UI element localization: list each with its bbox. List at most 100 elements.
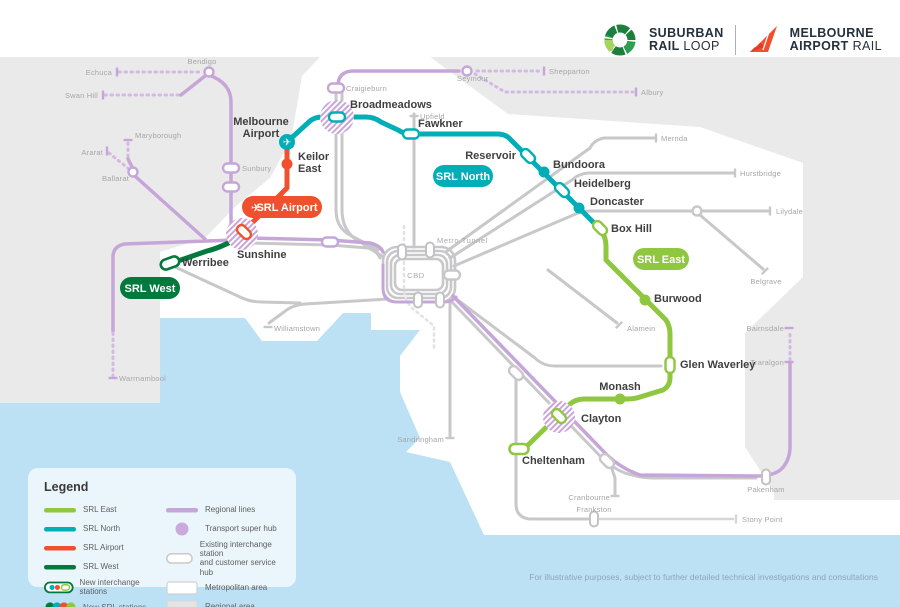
station-label-sandringham: Sandringham [397,435,444,444]
suburban-rail-loop-logo-icon [603,24,636,56]
station-marker-sunbury [221,162,241,174]
airplane-icon: ✈ [251,203,260,215]
station-label-pakenham: Pakenham [747,485,784,494]
legend-item-label: SRL North [83,524,121,534]
legend-item-srl-airport: SRL Airport [44,540,160,556]
station-label-keilor-east: Keilor [298,151,330,163]
legend-item-label: Regional area [205,602,255,607]
cbd-loop-purple [381,263,458,304]
hurstbridge-metro [448,171,735,260]
disclaimer-text: For illustrative purposes, subject to fu… [529,572,878,582]
legend-item-srl-west: SRL West [44,559,160,575]
legend-item-srl-north: SRL North [44,521,160,537]
station-marker-pakenham [761,468,771,486]
srl-west-badge: SRL West [120,277,180,299]
station-label-hurstbridge: Hurstbridge [740,169,781,178]
terminus-tick-alamein [614,320,624,330]
metro-tunnel-label: Metro Tunnel [437,236,488,245]
legend-item-label: SRL East [83,505,117,515]
station-label-echuca: Echuca [86,68,113,77]
station-label-traralgon: Traralgon [750,358,784,367]
regional-swanhill [179,74,207,97]
station-label-heidelberg: Heidelberg [574,178,631,190]
legend-swatch-multi-pill [44,581,74,594]
terminus-tick-maryborough [123,138,133,142]
craigieburn-metro-b [340,90,384,258]
regional-area-west [0,57,320,403]
legend-item-new-interchange-stations: New interchange stations [44,578,160,596]
station-label-warrnambool: Warrnambool [119,374,166,383]
legend-item-label: SRL Airport [83,543,124,553]
legend-item-label: New SRL stations [83,603,146,607]
header-logos: SUBURBAN RAIL LOOP MELBOURNE AIRPORT RAI… [602,22,882,58]
srl-north-line [284,114,601,230]
station-label-melbourne-airport: Melbourne [233,116,289,128]
legend-item-label: Regional lines [205,505,256,515]
station-marker-craigieburn [326,82,346,94]
station-label-doncaster: Doncaster [590,196,645,208]
station-marker-reservoir [519,147,537,165]
legend-swatch-line [44,527,76,532]
station-marker-bendigo [203,66,215,78]
regional-ararat-dash [107,151,131,171]
terminus-tick-hurstbridge [733,168,737,178]
station-marker-burwood [639,294,651,306]
legend-swatch-hub [175,522,189,536]
regional-ballarat [134,175,207,241]
terminus-tick-warrnambool [108,376,118,380]
station-label-cheltenham: Cheltenham [522,455,585,467]
station-marker-heidelberg [553,181,571,199]
station-marker-cheltenham [508,442,530,456]
craigieburn-metro-a [334,90,380,252]
station-marker-ballarat [127,166,139,178]
station-label-bundoora: Bundoora [553,159,606,171]
regional-gippsland [451,294,792,478]
station-marker-stop [425,241,435,259]
legend-item-new-srl-stations: New SRL stations [44,599,160,607]
station-label-albury: Albury [641,88,664,97]
station-marker-stop [397,243,407,261]
station-marker-glen-waverley [664,355,676,375]
srl-east-line [516,228,673,453]
mar-word2: AIRPORT [789,39,849,53]
station-label-clayton: Clayton [581,413,622,425]
station-label-alamein: Alamein [627,324,656,333]
srl-airport-badge: SRL Airport✈ [242,196,322,218]
suburban-rail-loop-logo-text: SUBURBAN RAIL LOOP [648,25,724,54]
station-label-box-hill: Box Hill [611,223,652,235]
station-marker-fawkner [401,128,421,140]
srl-west-badge-label: SRL West [125,283,176,295]
srl-north-badge-label: SRL North [436,171,490,183]
mar-word1: MELBOURNE [789,25,874,40]
legend-item-metropolitan-area: Metropolitan area [166,580,282,596]
srl-word2: RAIL [648,39,680,53]
frankston-metro [514,372,590,521]
station-label-mernda: Mernda [661,134,688,143]
terminus-tick-ararat [105,146,109,156]
srl-word1: SUBURBAN [648,25,724,40]
legend-swatch-line [44,565,76,570]
terminus-tick-williamstown [263,325,273,329]
cranbourne-metro [609,464,617,496]
legend-item-label: SRL West [83,562,119,572]
srl-north-badge: SRL North [433,165,493,187]
legend-item-label: Transport super hub [205,524,277,534]
melbourne-airport-rail-logo-text: MELBOURNE AIRPORT RAIL [789,25,882,54]
terminus-tick-traralgon [784,360,794,364]
station-marker-frankston [589,510,599,528]
srl-east-badge-label: SRL East [637,254,685,266]
station-label-sunshine: Sunshine [237,249,287,261]
station-label-bendigo: Bendigo [188,57,217,66]
station-marker-seymour [461,65,473,77]
metro-tunnel [402,224,436,352]
station-marker-box-hill [591,219,609,237]
station-label-keilor-east: East [298,163,322,175]
station-label-sunbury: Sunbury [242,164,271,173]
srl-word3: LOOP [683,39,720,53]
legend-item-srl-east: SRL East [44,502,160,518]
